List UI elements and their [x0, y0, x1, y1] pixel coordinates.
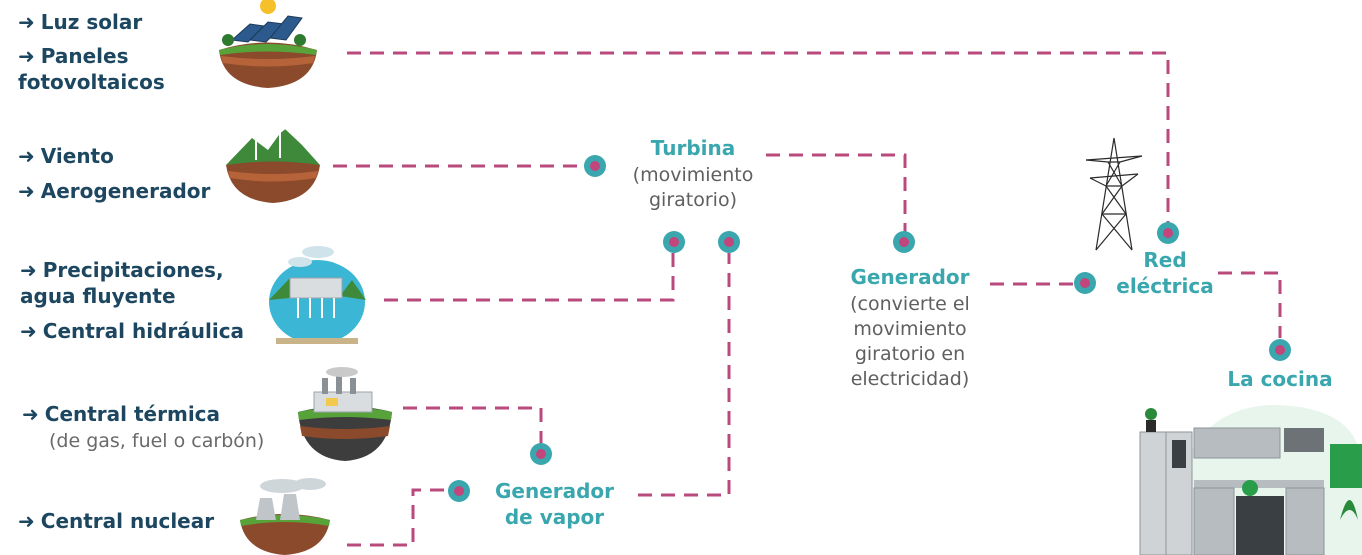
source-label: Aerogenerador [40, 179, 211, 203]
source-label: Central térmica [44, 402, 221, 426]
source-label: Luz solar [40, 10, 143, 34]
thermal-plant-icon [298, 367, 392, 461]
turbina-desc: (movimiento giratorio) [632, 164, 754, 211]
source-thermal: ➜Central térmica [22, 401, 220, 427]
arrow-icon: ➜ [18, 10, 35, 34]
source-solar: ➜Luz solar ➜Paneles fotovoltaicos [18, 9, 208, 95]
cocina-title: La cocina [1227, 367, 1333, 391]
connector-lines [333, 51, 1282, 547]
source-label: Precipitaciones, agua fluyente [20, 258, 224, 308]
dot-generador-red [1074, 272, 1096, 294]
arrow-icon: ➜ [18, 179, 35, 203]
path-nuclear-to-vapor [347, 488, 448, 547]
wind-turbine-icon [226, 123, 320, 203]
generador-vapor-title: Generador de vapor [494, 479, 615, 529]
power-tower-icon [1085, 137, 1143, 251]
dot-generador-top [893, 231, 915, 253]
generador-desc: (convierte el movimiento giratorio en el… [850, 293, 970, 390]
turbina-title: Turbina [650, 136, 736, 160]
arrow-icon: ➜ [18, 144, 35, 168]
source-thermal-sub: (de gas, fuel o carbón) [49, 430, 265, 452]
arrow-icon: ➜ [18, 509, 35, 533]
dot-turbina-hydro [663, 231, 685, 253]
source-label: Paneles fotovoltaicos [18, 44, 165, 94]
path-vapor-to-turbina [638, 253, 731, 497]
dot-vapor-nuclear [448, 480, 470, 502]
dot-vapor-thermal [530, 443, 552, 465]
path-thermal-to-vapor [403, 406, 543, 444]
source-hydro: ➜Precipitaciones, agua fluyente ➜Central… [20, 257, 244, 344]
dot-red-top [1157, 222, 1179, 244]
arrow-icon: ➜ [22, 402, 39, 426]
source-nuclear: ➜Central nuclear [18, 508, 214, 534]
path-red-to-cocina [1218, 271, 1282, 338]
source-label: Central nuclear [40, 509, 215, 533]
dot-turbina-vapor [718, 231, 740, 253]
source-wind: ➜Viento ➜Aerogenerador [18, 143, 210, 204]
kitchen-icon [1139, 405, 1362, 555]
arrow-icon: ➜ [20, 319, 37, 343]
solar-panel-icon [219, 0, 317, 88]
source-label: Central hidráulica [42, 319, 245, 343]
dot-turbina-wind [584, 155, 606, 177]
nuclear-plant-icon [240, 478, 330, 555]
source-label: Viento [40, 144, 114, 168]
arrow-icon: ➜ [20, 258, 37, 282]
hydro-dam-icon [269, 246, 366, 344]
dot-cocina [1269, 339, 1291, 361]
path-hydro-to-turbina [384, 253, 675, 302]
red-electrica-title: Red eléctrica [1116, 248, 1214, 298]
generador-title: Generador [850, 265, 970, 289]
path-turbina-to-generador [766, 153, 907, 232]
arrow-icon: ➜ [18, 44, 35, 68]
